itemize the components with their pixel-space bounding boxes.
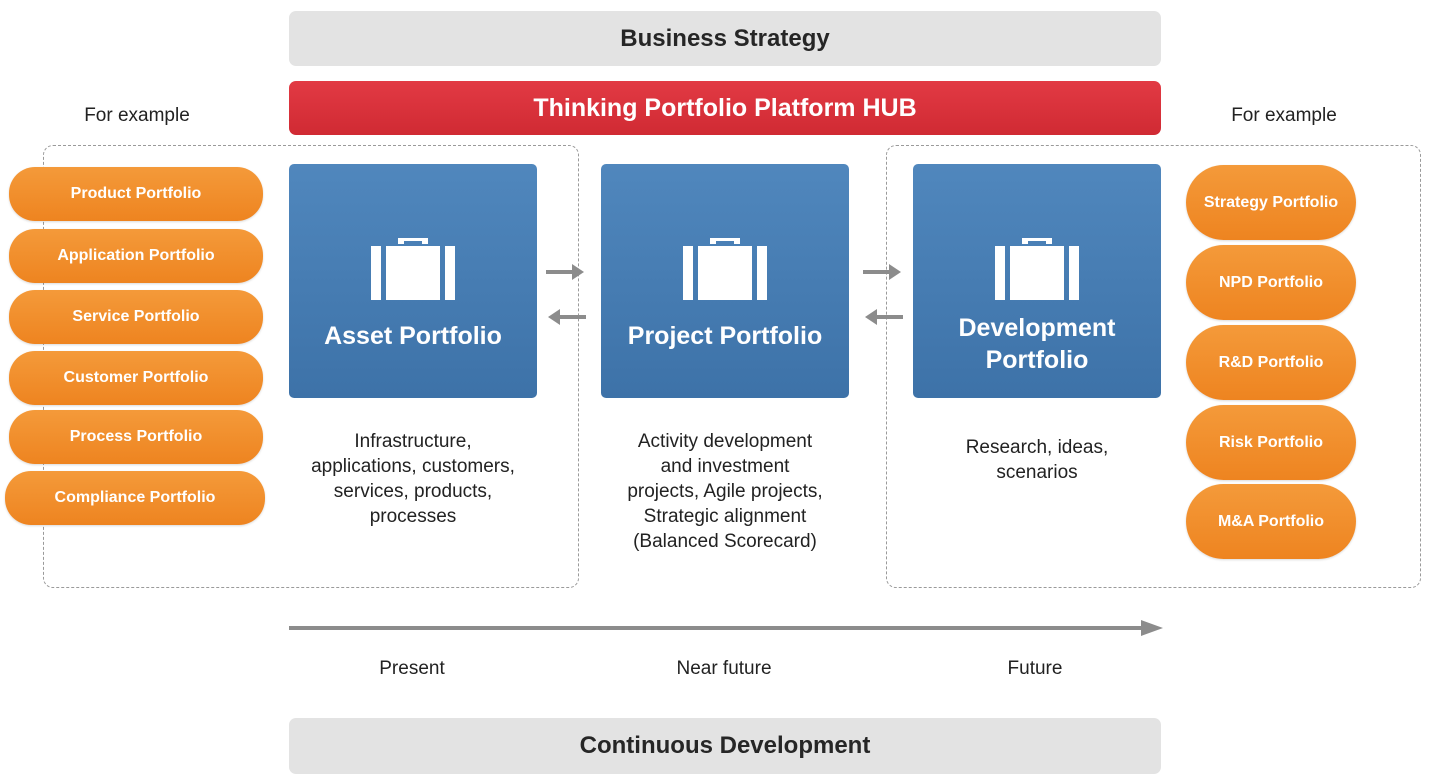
description-line: Activity development bbox=[637, 431, 813, 452]
description-line: projects, Agile projects, bbox=[627, 481, 823, 502]
business-strategy-banner: Business Strategy bbox=[289, 11, 1161, 66]
business-strategy-label: Business Strategy bbox=[620, 24, 830, 52]
description-line: services, products, bbox=[333, 481, 493, 502]
right-portfolio-label: Risk Portfolio bbox=[1218, 433, 1323, 451]
timeline-future-label: Future bbox=[1007, 658, 1063, 679]
continuous-development-banner: Continuous Development bbox=[289, 718, 1161, 774]
left-portfolio-label: Compliance Portfolio bbox=[54, 489, 216, 506]
timeline-near-future-label: Near future bbox=[676, 658, 772, 679]
development-portfolio-title-line: Development bbox=[958, 314, 1116, 342]
left-example-label: For example bbox=[84, 105, 190, 126]
left-portfolio-pill: Product Portfolio bbox=[9, 167, 263, 221]
description-line: Infrastructure, bbox=[354, 431, 472, 452]
project-portfolio-box: Project Portfolio bbox=[601, 164, 849, 398]
right-portfolio-pill: Risk Portfolio bbox=[1186, 405, 1356, 480]
left-portfolio-pill: Service Portfolio bbox=[9, 290, 263, 344]
right-portfolio-label: Strategy Portfolio bbox=[1203, 193, 1339, 211]
asset-portfolio-title: Asset Portfolio bbox=[298, 320, 528, 352]
briefcase-icon bbox=[371, 238, 455, 300]
right-portfolio-pill: NPD Portfolio bbox=[1186, 245, 1356, 320]
right-portfolio-label: R&D Portfolio bbox=[1218, 353, 1324, 371]
right-arrow-icon bbox=[863, 264, 901, 280]
left-portfolio-label: Application Portfolio bbox=[57, 247, 215, 264]
left-arrow-icon bbox=[548, 309, 586, 325]
development-portfolio-title-line: Portfolio bbox=[985, 346, 1089, 374]
briefcase-icon bbox=[995, 238, 1079, 300]
hub-banner-label: Thinking Portfolio Platform HUB bbox=[533, 93, 917, 122]
project-portfolio-title: Project Portfolio bbox=[610, 320, 840, 352]
hub-banner: Thinking Portfolio Platform HUB bbox=[289, 81, 1161, 135]
development-portfolio-title: Development Portfolio bbox=[922, 312, 1152, 376]
project-portfolio-title-line: Project Portfolio bbox=[627, 322, 823, 350]
right-dashed-frame bbox=[886, 145, 1421, 588]
left-portfolio-label: Product Portfolio bbox=[70, 185, 202, 202]
description-line: and investment bbox=[660, 456, 790, 477]
left-portfolio-label: Process Portfolio bbox=[69, 428, 203, 445]
description-line: Strategic alignment bbox=[643, 506, 807, 527]
timeline-present-label: Present bbox=[379, 658, 445, 679]
left-portfolio-label: Customer Portfolio bbox=[63, 369, 209, 386]
right-portfolio-label: NPD Portfolio bbox=[1219, 273, 1323, 291]
right-portfolio-pill: R&D Portfolio bbox=[1186, 325, 1356, 400]
asset-portfolio-title-line: Asset Portfolio bbox=[324, 322, 502, 350]
briefcase-icon bbox=[683, 238, 767, 300]
left-portfolio-pill: Application Portfolio bbox=[9, 229, 263, 283]
right-portfolio-pill: Strategy Portfolio bbox=[1186, 165, 1356, 240]
right-portfolio-pill: M&A Portfolio bbox=[1186, 484, 1356, 559]
development-portfolio-description: Research, ideas, scenarios bbox=[913, 435, 1161, 485]
description-line: applications, customers, bbox=[311, 456, 515, 477]
left-portfolio-pill: Process Portfolio bbox=[9, 410, 263, 464]
right-example-label: For example bbox=[1231, 105, 1337, 126]
left-portfolio-pill: Customer Portfolio bbox=[9, 351, 263, 405]
left-portfolio-pill: Compliance Portfolio bbox=[5, 471, 265, 525]
description-line: (Balanced Scorecard) bbox=[633, 531, 817, 552]
asset-portfolio-box: Asset Portfolio bbox=[289, 164, 537, 398]
description-line: Research, ideas, bbox=[965, 437, 1109, 458]
right-portfolio-label: M&A Portfolio bbox=[1217, 512, 1325, 530]
left-arrow-icon bbox=[865, 309, 903, 325]
description-line: processes bbox=[369, 506, 457, 527]
asset-portfolio-description: Infrastructure, applications, customers,… bbox=[289, 429, 537, 529]
left-portfolio-label: Service Portfolio bbox=[72, 308, 200, 325]
description-line: scenarios bbox=[996, 462, 1078, 483]
timeline-arrow-icon bbox=[289, 620, 1163, 636]
development-portfolio-box: Development Portfolio bbox=[913, 164, 1161, 398]
right-arrow-icon bbox=[546, 264, 584, 280]
continuous-development-label: Continuous Development bbox=[579, 732, 871, 759]
project-portfolio-description: Activity development and investment proj… bbox=[594, 429, 856, 554]
